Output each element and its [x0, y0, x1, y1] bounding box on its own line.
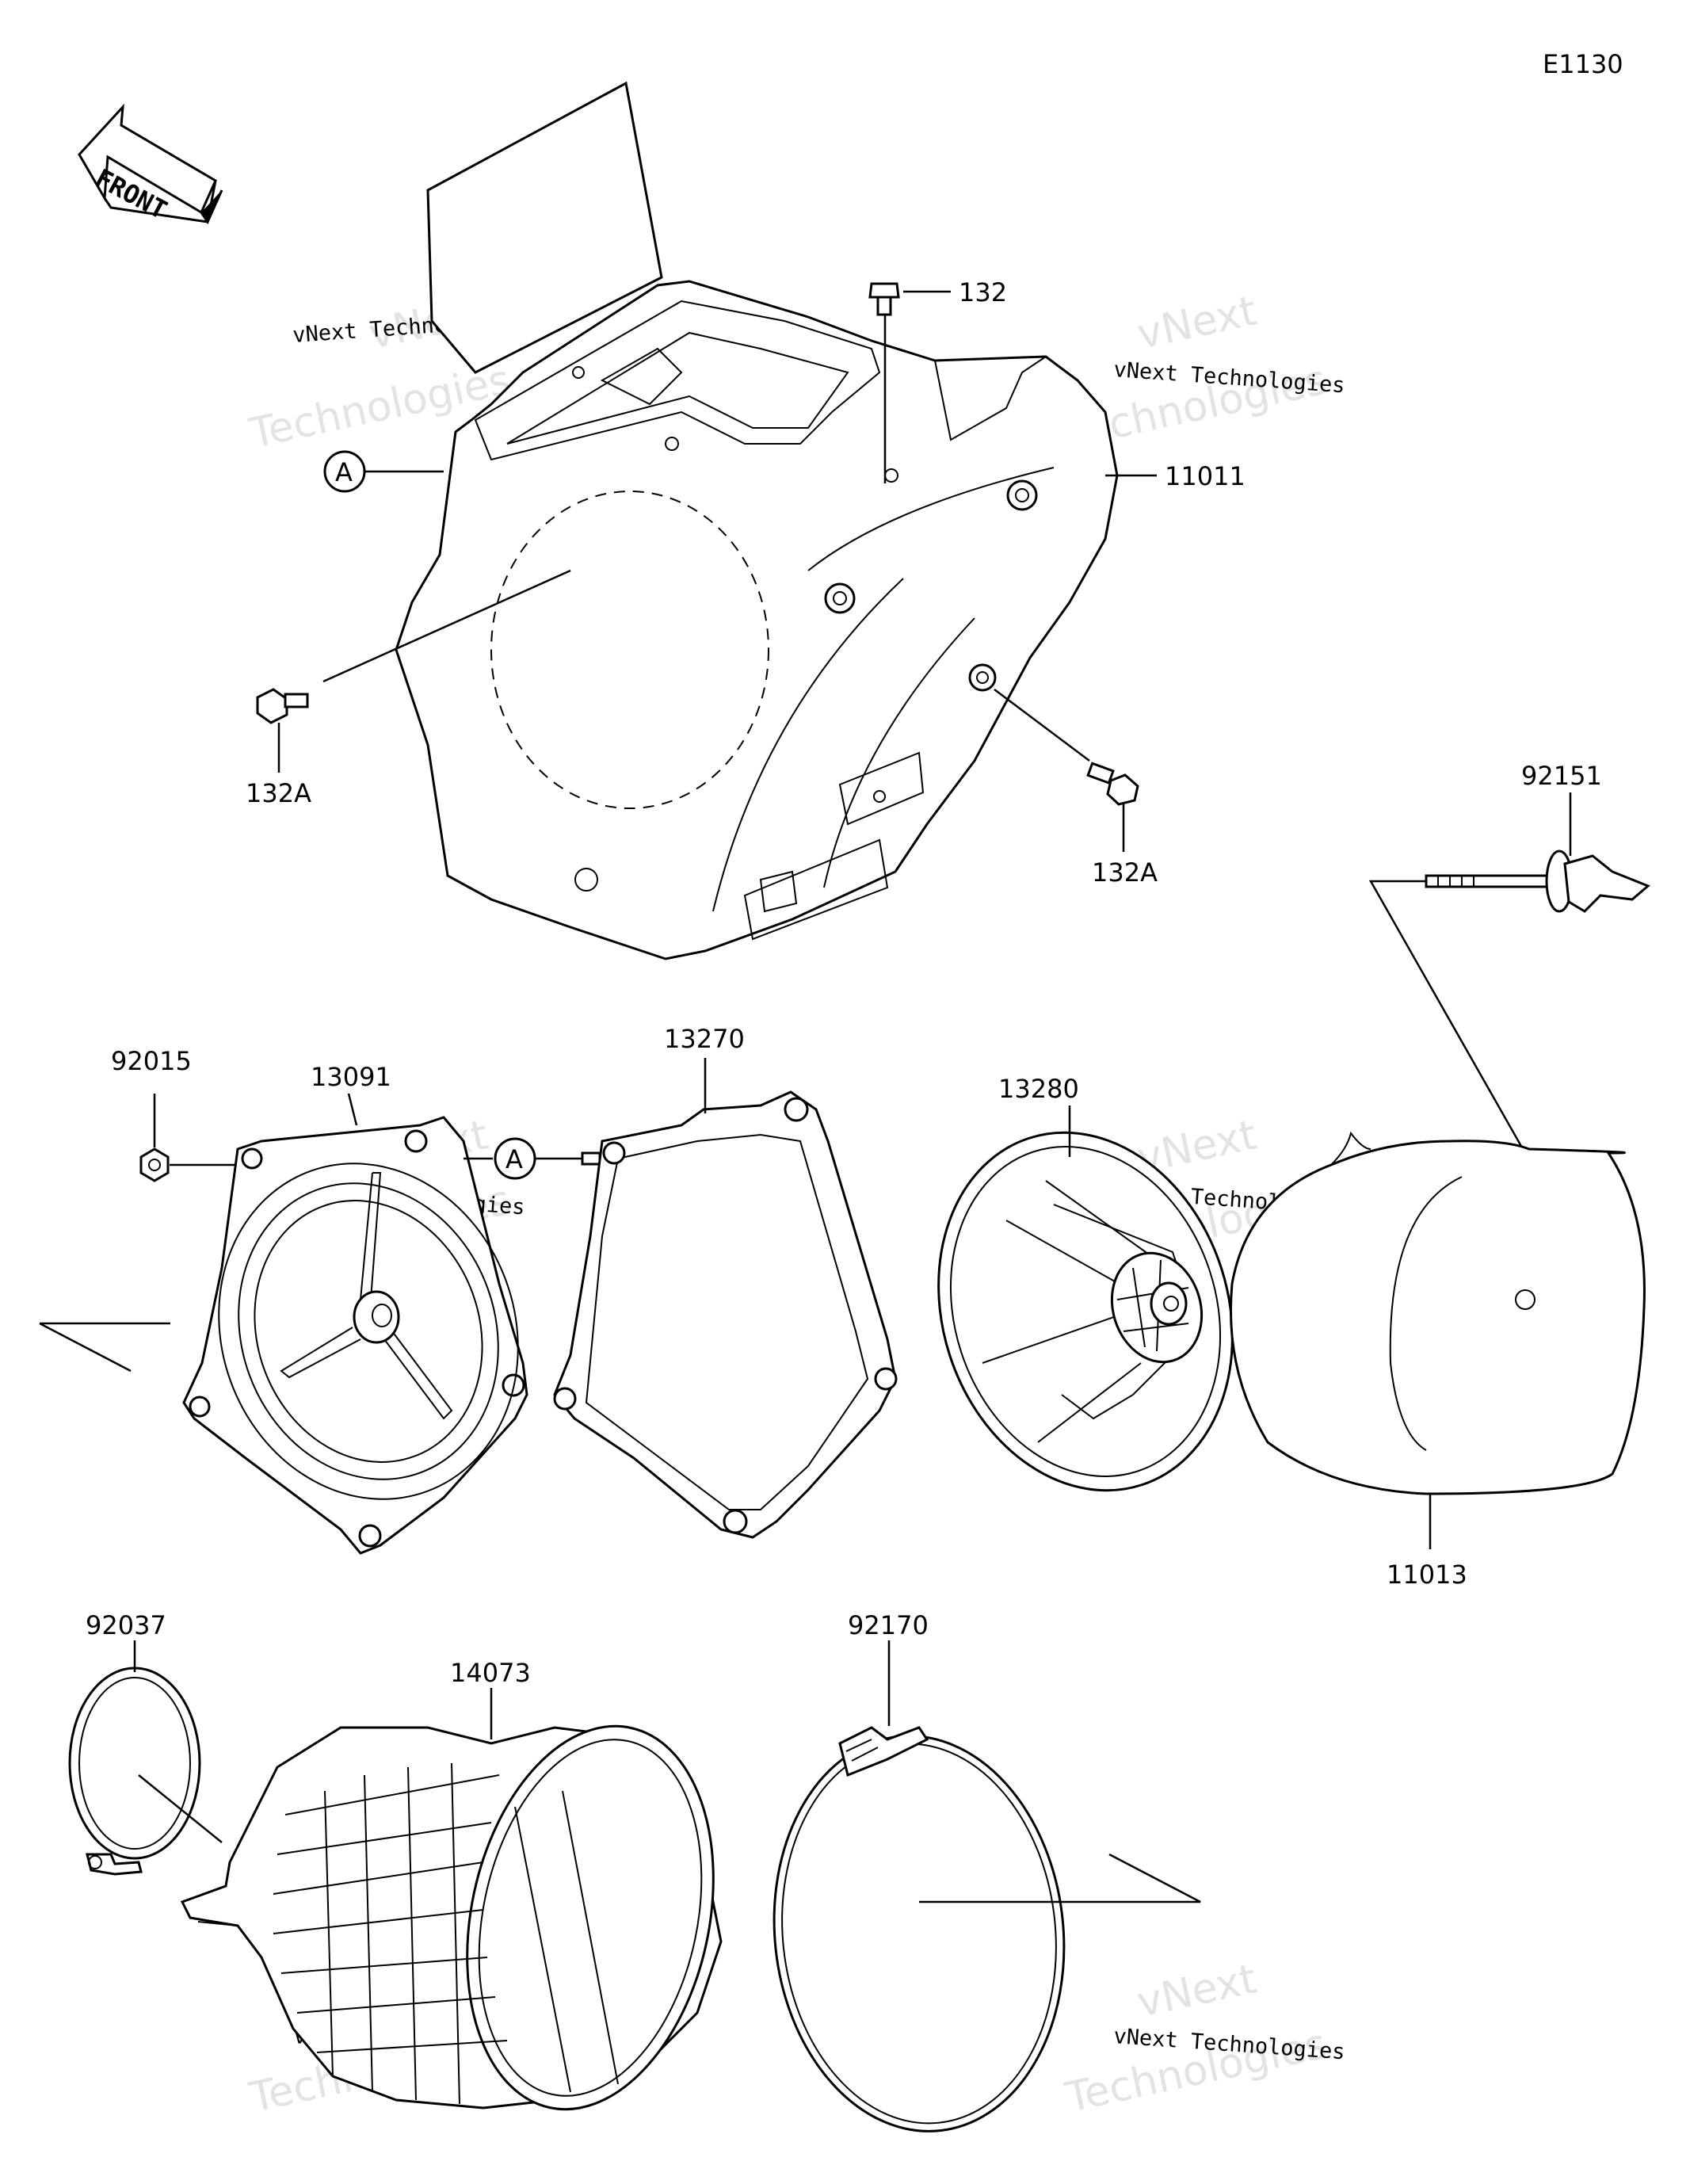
- ref-marker-text: A: [335, 457, 353, 487]
- label-132: 132: [959, 277, 1007, 307]
- watermark-word1: vNext: [1133, 1955, 1261, 2026]
- air-filter-11013: [1229, 1131, 1646, 1495]
- filter-cage-13280: [937, 1131, 1234, 1492]
- label-92015: 92015: [111, 1046, 192, 1076]
- assembly-line-right: [919, 1853, 1201, 1903]
- label-92037: 92037: [86, 1610, 166, 1640]
- label-92170: 92170: [848, 1610, 929, 1640]
- clamp-92170: [773, 1726, 1066, 2132]
- label-92151: 92151: [1521, 761, 1602, 791]
- stud-icon: [581, 1151, 601, 1166]
- label-11013: 11013: [1387, 1560, 1467, 1590]
- gasket-13270: [553, 1090, 898, 1539]
- watermark-word1: vNext: [1133, 287, 1261, 358]
- front-arrow-icon: FRONT: [78, 103, 223, 225]
- diagram-code: E1130: [1543, 49, 1623, 79]
- leader-13091: [347, 1093, 358, 1126]
- label-132a-left: 132A: [246, 778, 311, 808]
- bolt-132-icon: [868, 282, 900, 316]
- bolt-132a-right-icon: [1086, 762, 1139, 806]
- leader-132a-left: [322, 569, 571, 683]
- label-11011: 11011: [1165, 461, 1246, 491]
- nut-92015-icon: [139, 1147, 170, 1182]
- assembly-line-left: [39, 1322, 170, 1373]
- air-box-housing: [395, 81, 1119, 960]
- ref-marker-text: A: [505, 1144, 523, 1174]
- label-13270: 13270: [664, 1024, 745, 1054]
- filter-holder-13091: [182, 1116, 528, 1555]
- ref-marker-a-top: A: [323, 450, 366, 493]
- intake-duct-14073: [180, 1724, 723, 2111]
- wing-bolt-92151-icon: [1425, 850, 1650, 913]
- leader-92037-assembly: [138, 1774, 223, 1843]
- bolt-132a-left-icon: [256, 688, 309, 724]
- label-13280: 13280: [998, 1074, 1079, 1104]
- watermark-bottom-right: vNext Technologies vNext Technologies: [1061, 1955, 1345, 2121]
- label-14073: 14073: [450, 1658, 531, 1688]
- label-13091: 13091: [311, 1062, 391, 1092]
- label-132a-right: 132A: [1092, 857, 1158, 888]
- leader-132a-right: [994, 689, 1090, 762]
- ref-marker-a-mid: A: [494, 1137, 536, 1180]
- clamp-92037: [68, 1667, 201, 1876]
